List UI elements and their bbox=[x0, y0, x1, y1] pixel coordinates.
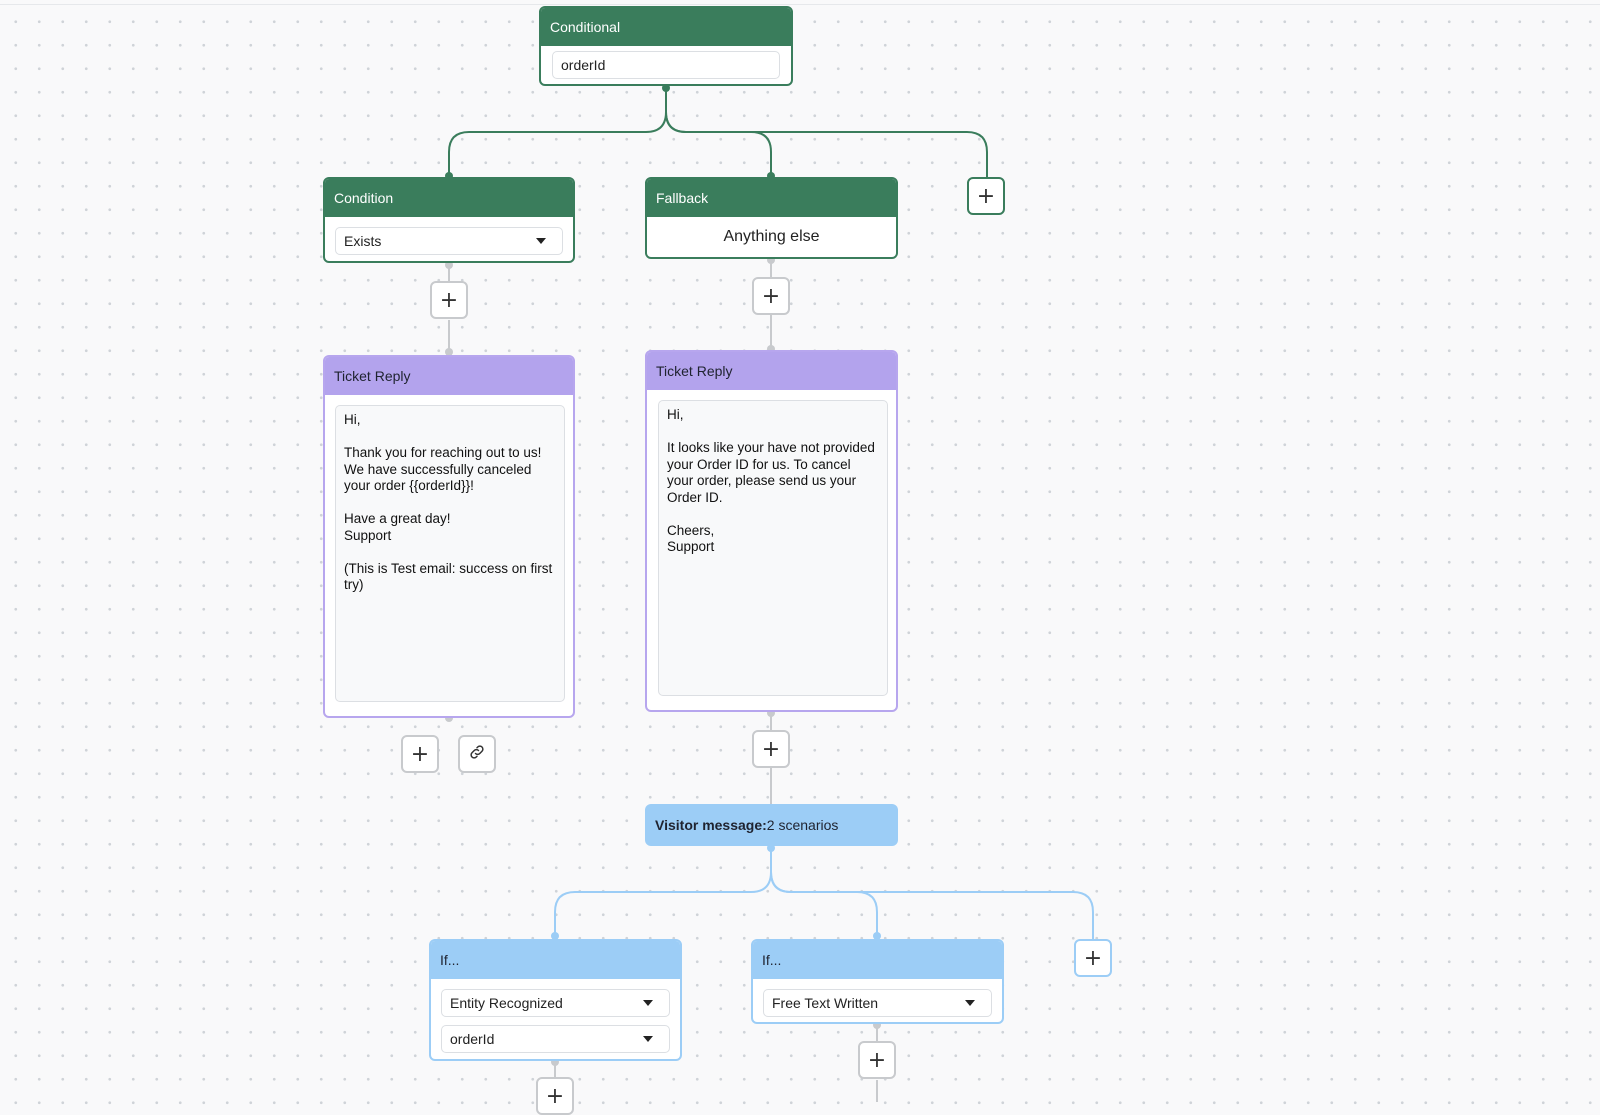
if-trigger-select[interactable]: Entity Recognized bbox=[441, 989, 670, 1017]
add-step-button[interactable]: + bbox=[752, 277, 790, 315]
chevron-down-icon bbox=[536, 238, 546, 244]
fallback-text: Anything else bbox=[723, 228, 820, 245]
if-node-right[interactable]: If... Free Text Written bbox=[751, 939, 1004, 1024]
chevron-down-icon bbox=[965, 1000, 975, 1006]
fallback-title: Fallback bbox=[647, 179, 896, 217]
if-trigger-value: Free Text Written bbox=[772, 995, 879, 1011]
visitor-message-scenarios: 2 scenarios bbox=[766, 817, 839, 833]
if-trigger-value: Entity Recognized bbox=[450, 995, 563, 1011]
if-title: If... bbox=[431, 941, 680, 979]
add-step-button[interactable]: + bbox=[858, 1041, 896, 1079]
add-scenario-button[interactable]: + bbox=[1074, 939, 1112, 977]
plus-icon: + bbox=[761, 283, 781, 309]
edge-visitor-add bbox=[770, 871, 1094, 940]
conditional-node[interactable]: Conditional orderId bbox=[539, 6, 793, 86]
plus-icon: + bbox=[976, 183, 996, 209]
condition-operator-value: Exists bbox=[344, 233, 382, 249]
link-icon bbox=[468, 742, 486, 767]
ticket-reply-node-right[interactable]: Ticket Reply Hi, It looks like your have… bbox=[645, 350, 898, 712]
if-entity-value: orderId bbox=[450, 1031, 495, 1047]
canvas-top-border bbox=[0, 4, 1600, 5]
if-trigger-select[interactable]: Free Text Written bbox=[763, 989, 992, 1017]
ticket-reply-title: Ticket Reply bbox=[325, 357, 573, 395]
edge-conditional-condition bbox=[448, 88, 667, 176]
if-node-left[interactable]: If... Entity Recognized orderId bbox=[429, 939, 682, 1061]
chevron-down-icon bbox=[643, 1036, 653, 1042]
add-step-button[interactable]: + bbox=[430, 281, 468, 319]
plus-icon: + bbox=[761, 736, 781, 762]
plus-icon: + bbox=[1083, 945, 1103, 971]
edge-visitor-if-left bbox=[554, 848, 772, 936]
conditional-title: Conditional bbox=[541, 8, 791, 46]
condition-operator-select[interactable]: Exists bbox=[335, 227, 563, 255]
plus-icon: + bbox=[867, 1047, 887, 1073]
ticket-reply-body[interactable]: Hi, Thank you for reaching out to us! We… bbox=[335, 405, 565, 702]
chevron-down-icon bbox=[643, 1000, 653, 1006]
edge-conditional-add bbox=[665, 111, 988, 178]
edge-visitor-if-right bbox=[770, 871, 878, 936]
add-step-button[interactable]: + bbox=[536, 1077, 574, 1115]
ticket-reply-node-left[interactable]: Ticket Reply Hi, Thank you for reaching … bbox=[323, 355, 575, 718]
plus-icon: + bbox=[439, 287, 459, 313]
add-condition-button[interactable]: + bbox=[967, 177, 1005, 215]
add-step-button[interactable]: + bbox=[401, 735, 439, 773]
plus-icon: + bbox=[410, 741, 430, 767]
visitor-message-label: Visitor message: bbox=[655, 817, 767, 833]
condition-title: Condition bbox=[325, 179, 573, 217]
if-title: If... bbox=[753, 941, 1002, 979]
condition-node[interactable]: Condition Exists bbox=[323, 177, 575, 263]
plus-icon: + bbox=[545, 1083, 565, 1109]
visitor-message-node[interactable]: Visitor message: 2 scenarios bbox=[645, 804, 898, 846]
fallback-node[interactable]: Fallback Anything else bbox=[645, 177, 898, 259]
conditional-variable-field[interactable]: orderId bbox=[552, 51, 780, 79]
edge-conditional-fallback bbox=[665, 111, 772, 176]
add-step-button[interactable]: + bbox=[752, 730, 790, 768]
ticket-reply-title: Ticket Reply bbox=[647, 352, 896, 390]
ticket-reply-body[interactable]: Hi, It looks like your have not provided… bbox=[658, 400, 888, 696]
link-step-button[interactable] bbox=[458, 735, 496, 773]
if-entity-select[interactable]: orderId bbox=[441, 1025, 670, 1053]
